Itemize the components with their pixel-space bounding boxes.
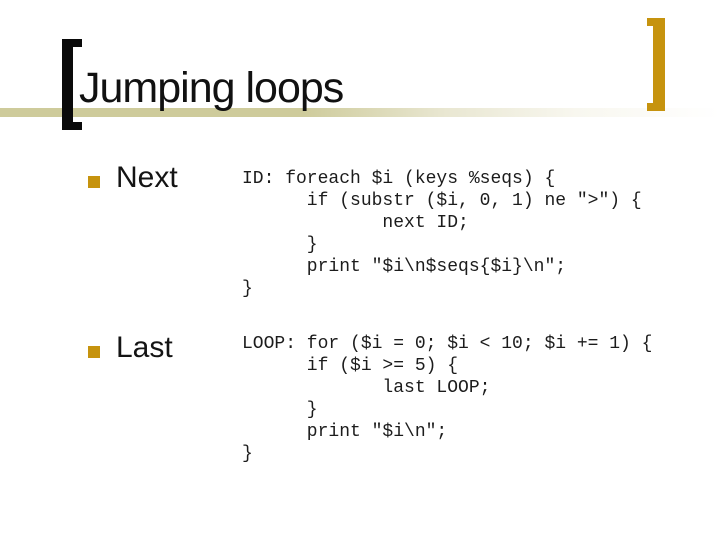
- square-bullet-icon: [88, 346, 100, 358]
- code-block-last: LOOP: for ($i = 0; $i < 10; $i += 1) { i…: [242, 334, 653, 464]
- slide-title: Jumping loops: [79, 64, 344, 112]
- bullet-label-next: Next: [116, 161, 178, 194]
- right-bracket-decoration-icon: [647, 18, 665, 111]
- title-underline-rule: [0, 108, 720, 117]
- code-block-next: ID: foreach $i (keys %seqs) { if (substr…: [242, 169, 642, 299]
- square-bullet-icon: [88, 176, 100, 188]
- bullet-label-last: Last: [116, 331, 173, 364]
- left-bracket-decoration-icon: [62, 39, 82, 130]
